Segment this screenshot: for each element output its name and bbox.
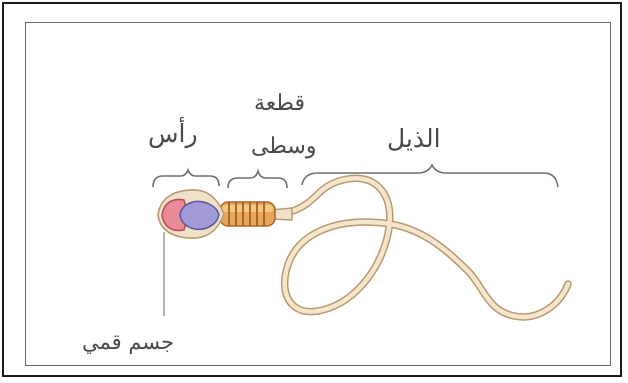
midpiece-label-line1: قطعة	[254, 93, 305, 115]
tail	[285, 178, 568, 317]
head	[158, 190, 224, 238]
head-label: رأس	[148, 121, 198, 146]
acrosome-label: جسم قمي	[82, 332, 174, 353]
midpiece	[220, 202, 275, 226]
nucleus	[180, 202, 219, 230]
midpiece-bracket	[228, 171, 287, 188]
head-bracket	[153, 170, 219, 187]
midpiece-label-line2: وسطى	[251, 136, 316, 158]
tail-label: الذيل	[387, 126, 441, 151]
